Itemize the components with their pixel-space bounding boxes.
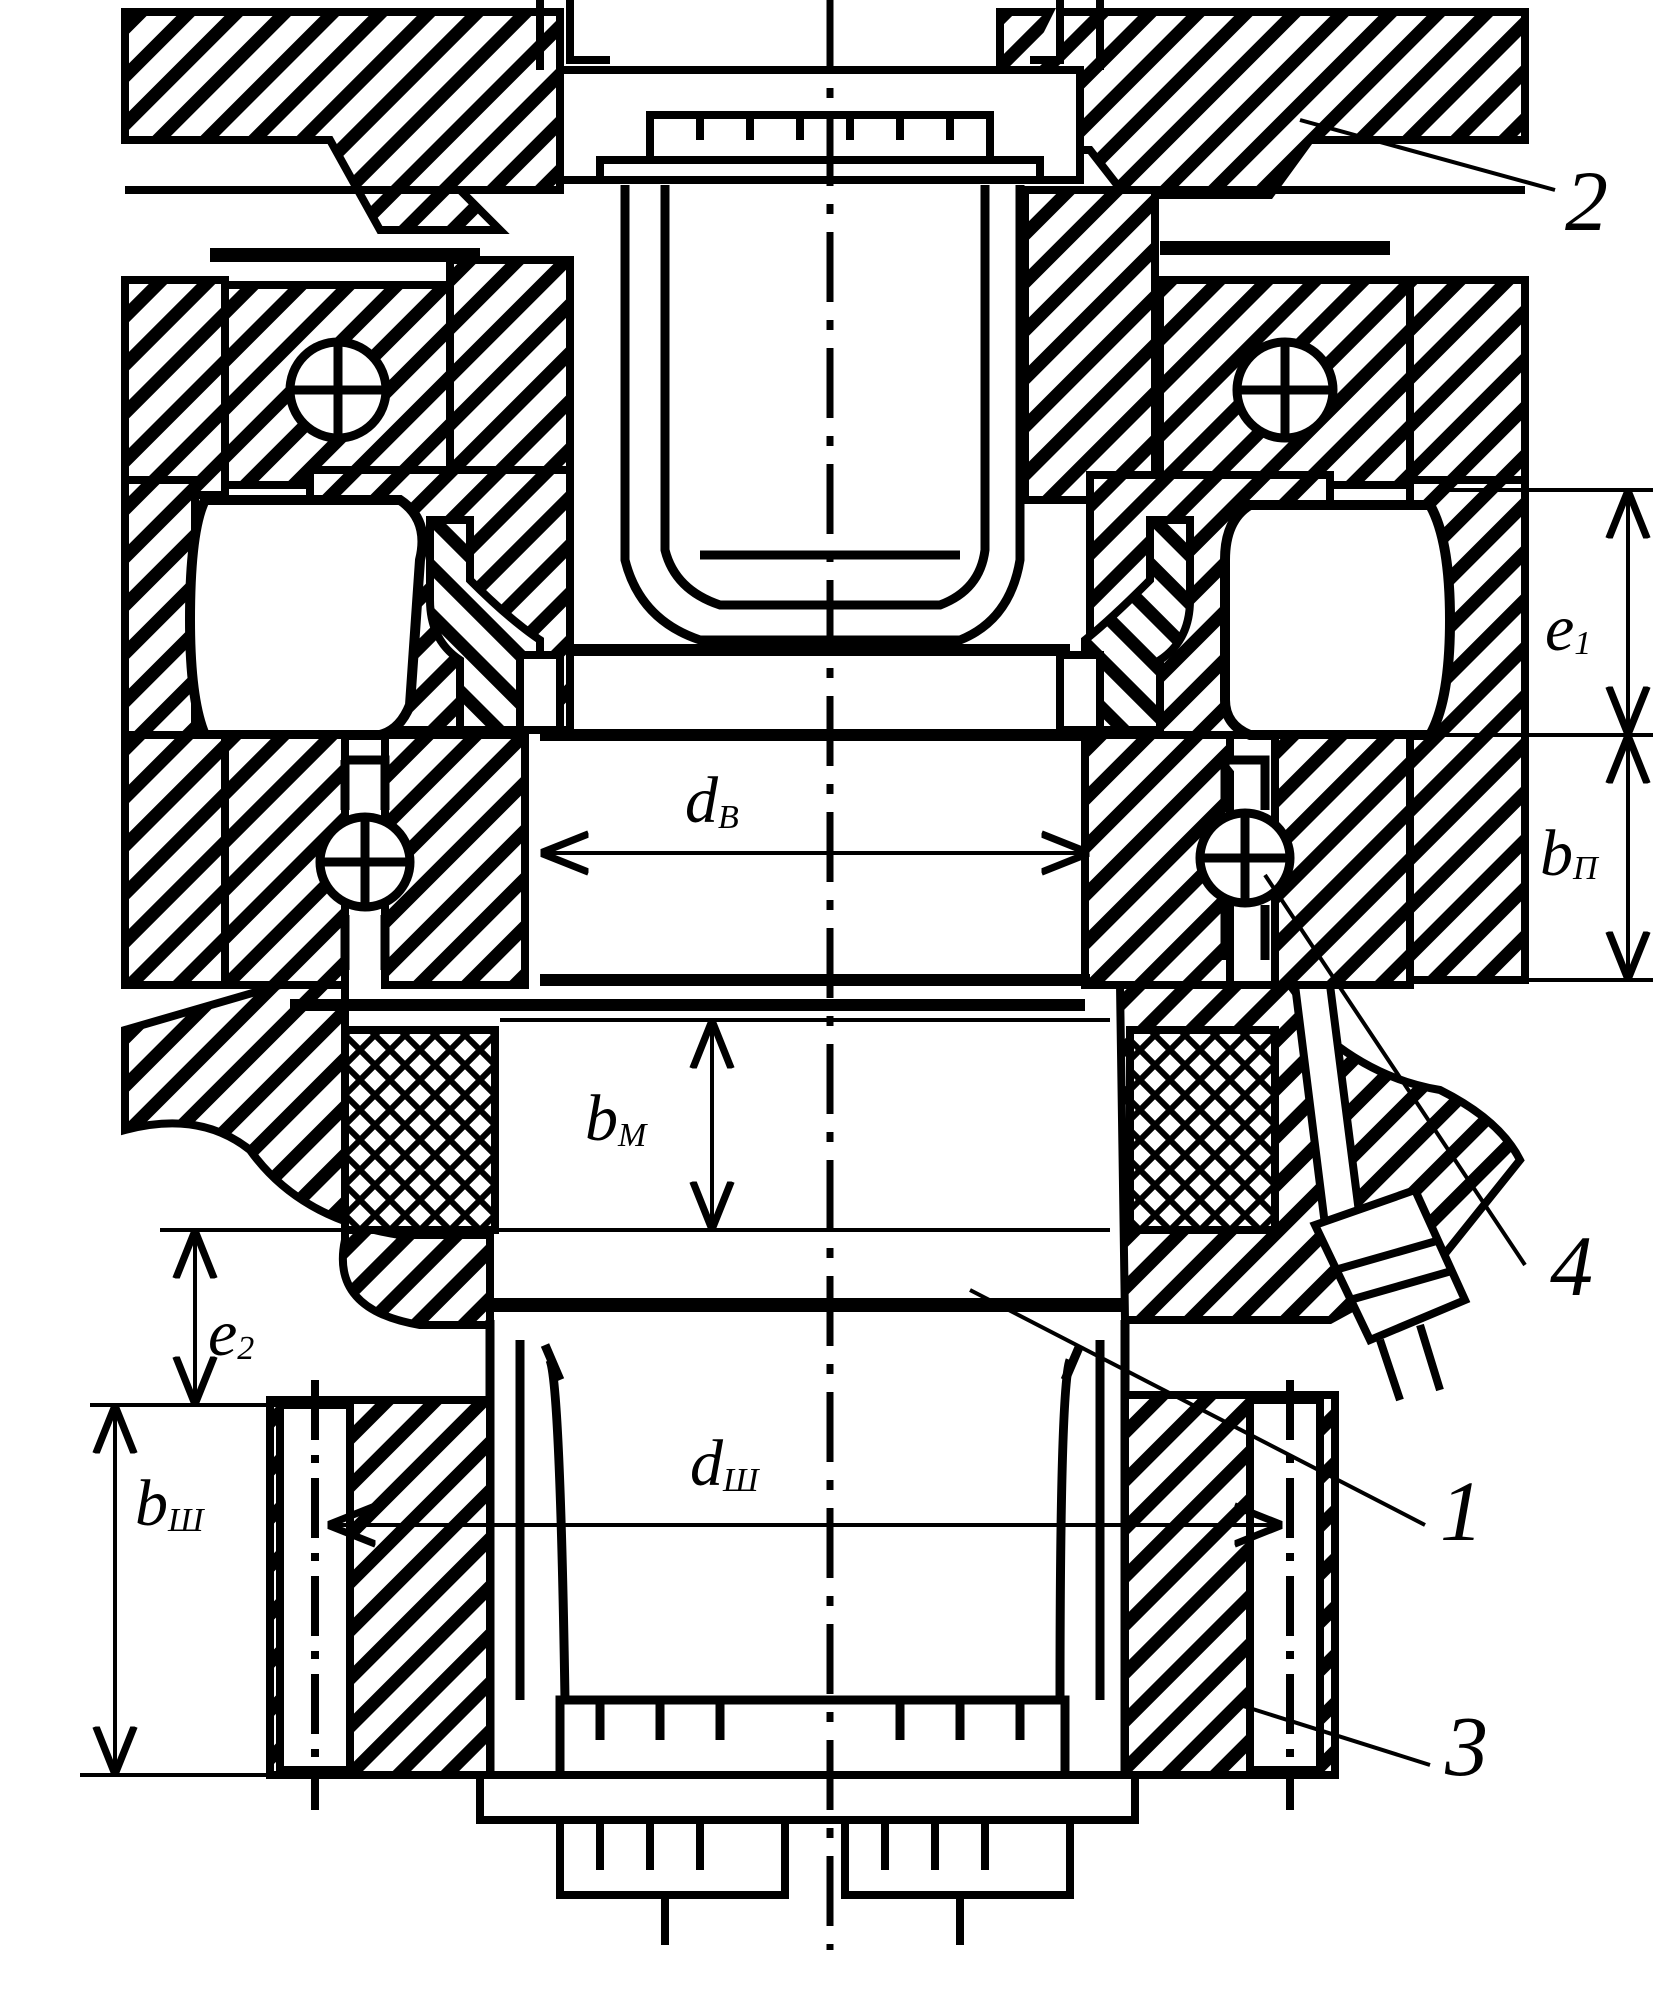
callout-1: 1 [1440, 1463, 1483, 1559]
lower-shaft [485, 1320, 1130, 1785]
dim-d-sh: dШ [690, 1427, 760, 1500]
callout-2: 2 [1565, 153, 1608, 249]
lower-bearing-housing-right [1081, 731, 1414, 989]
upper-balls [285, 337, 1338, 443]
bore-lines [540, 729, 1090, 986]
coupling-part-3 [266, 1380, 1339, 1810]
dim-e1: e1 [1545, 592, 1591, 665]
upper-shaft [570, 185, 1070, 656]
grease-nipple [1290, 981, 1471, 1402]
dimension-lines [80, 488, 1653, 1777]
dim-b-sh: bШ [135, 1467, 205, 1540]
dimension-labels: e1 bП dВ bМ e2 dШ bШ [135, 592, 1600, 1540]
shaft-shoulders [426, 516, 1194, 734]
lower-bearing-housing-left [121, 731, 529, 989]
leader-lines [969, 118, 1556, 1767]
dim-b-m: bМ [585, 1082, 648, 1155]
dim-b-p: bП [1540, 817, 1600, 890]
callout-4: 4 [1550, 1218, 1593, 1314]
top-bolt [536, 0, 1104, 184]
callout-labels: 2 4 1 3 [1440, 153, 1608, 1794]
bottom-bolt [476, 1771, 1139, 1945]
dim-e2: e2 [208, 1297, 254, 1370]
callout-3: 3 [1444, 1698, 1488, 1794]
dim-d-v: dВ [685, 764, 739, 837]
